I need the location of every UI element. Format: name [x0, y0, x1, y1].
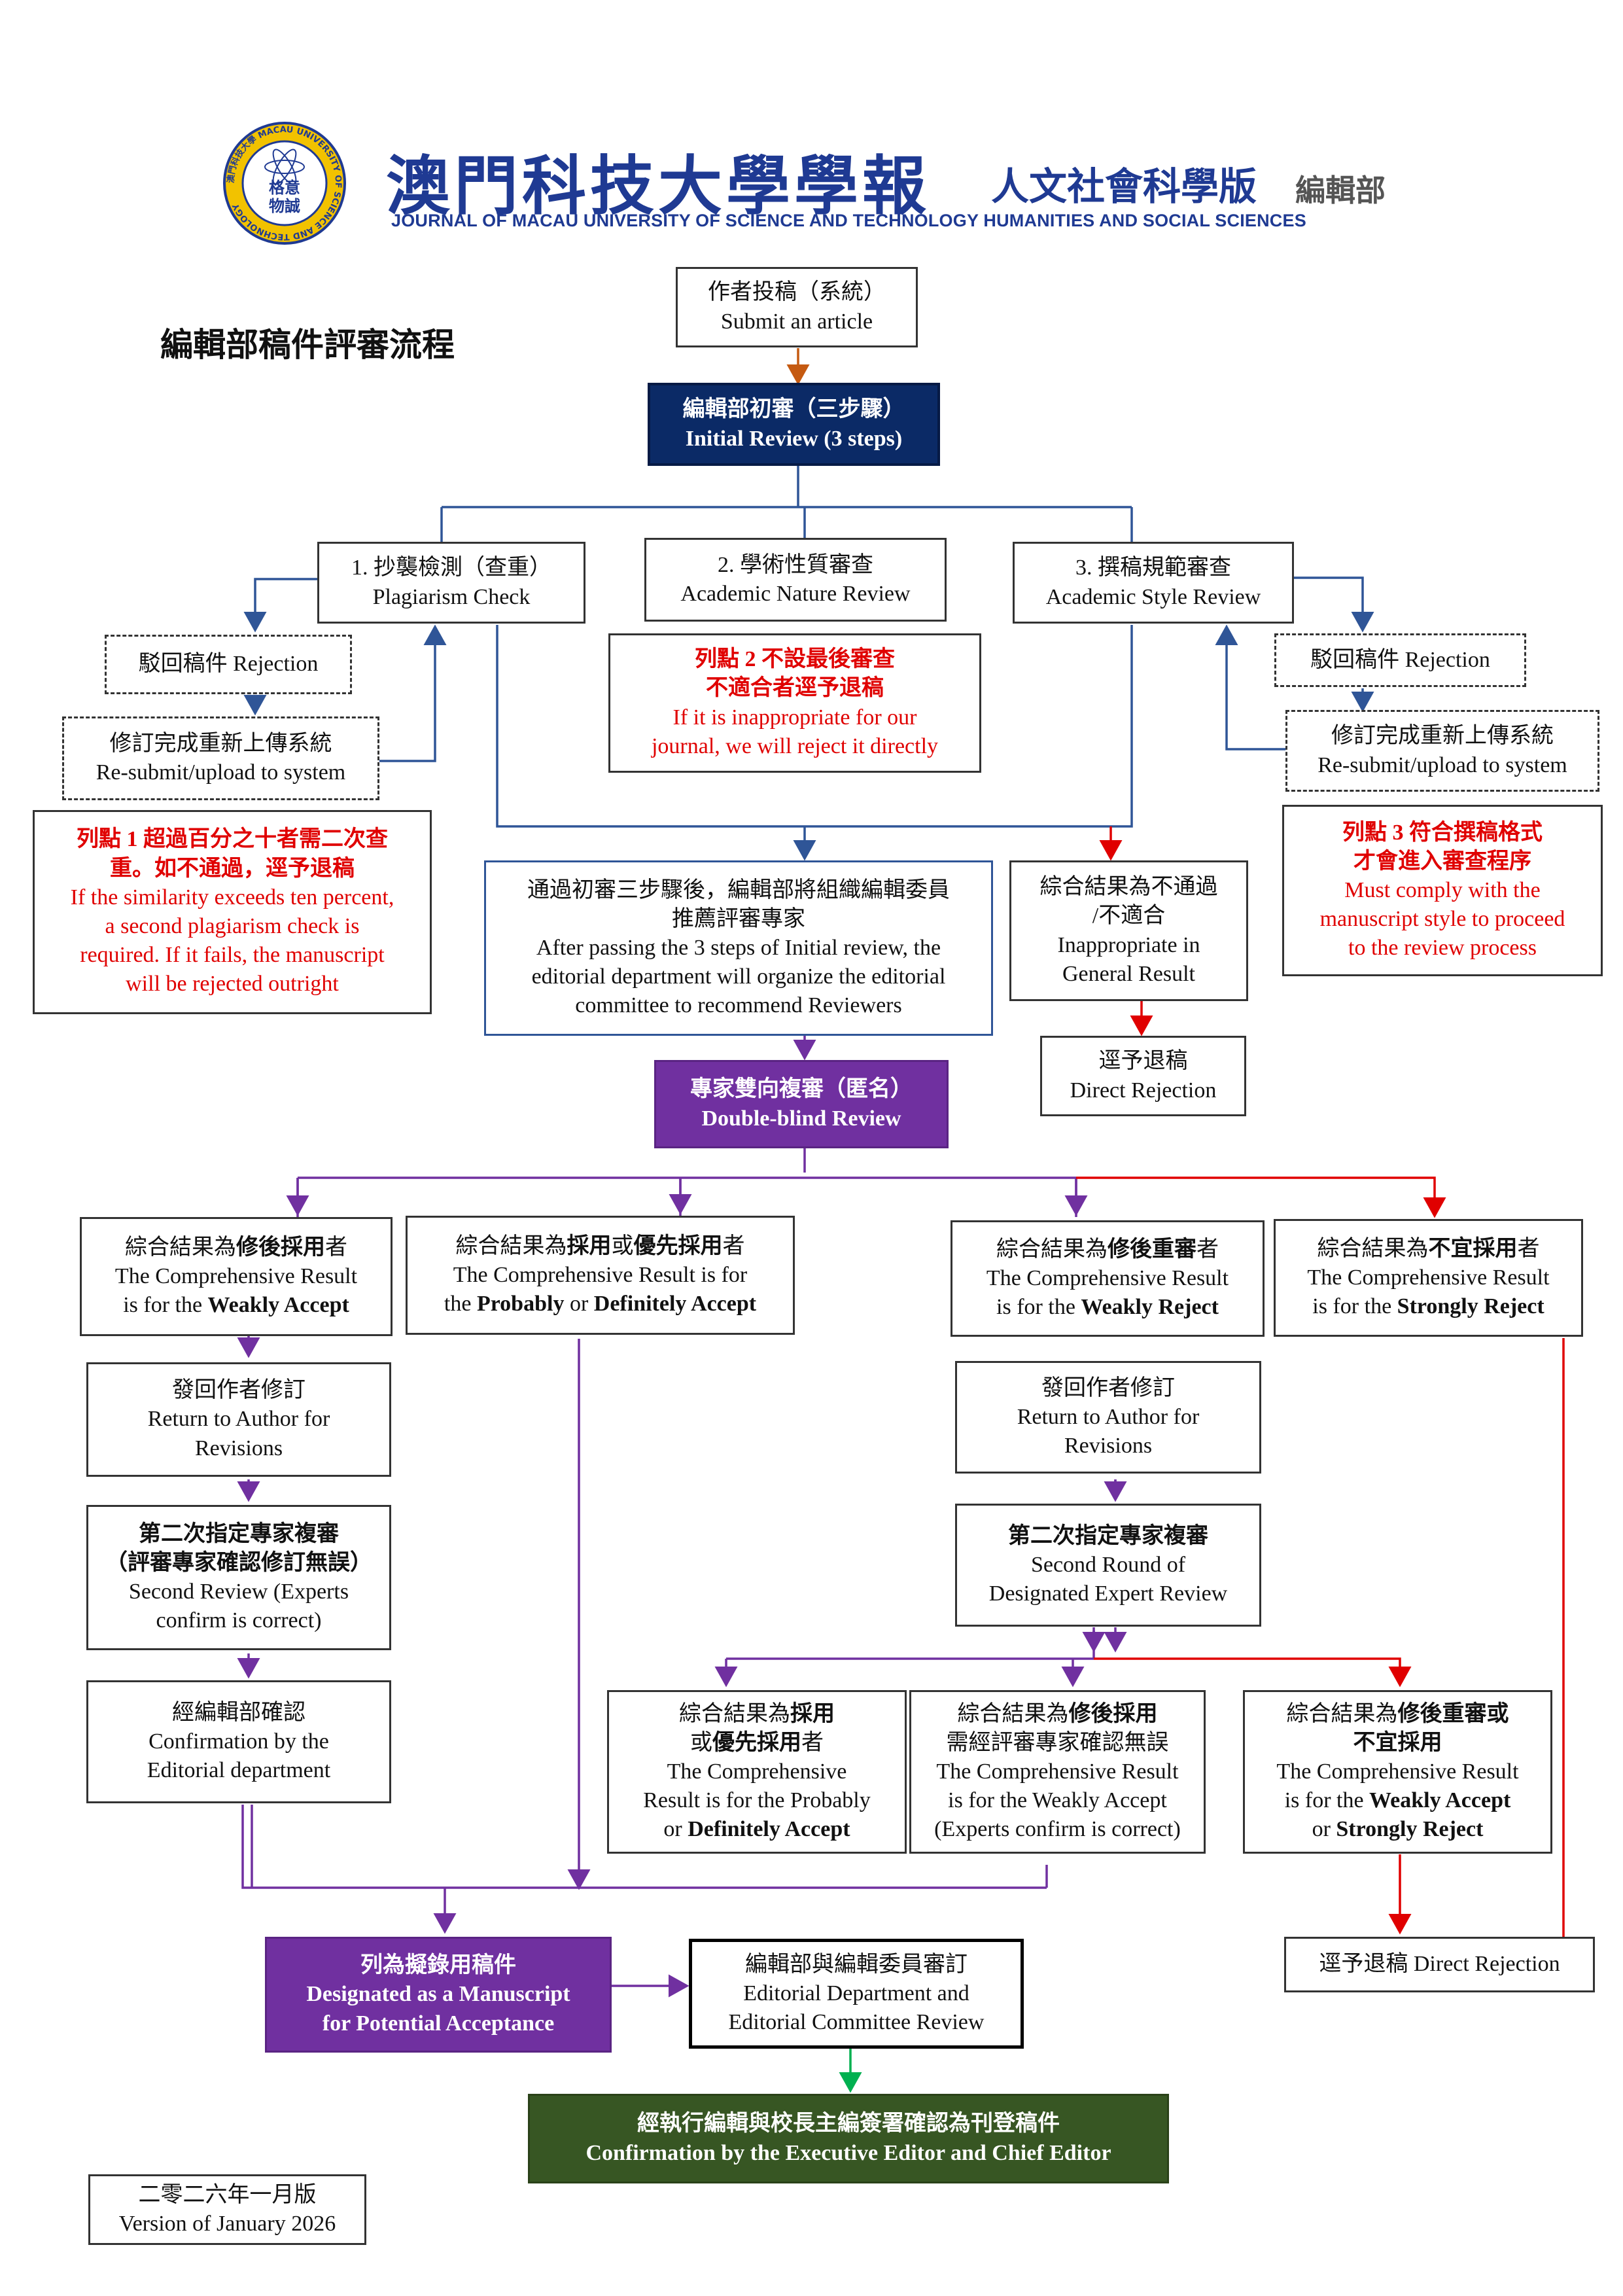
weakly-accept-node: 綜合結果為修後採用者 The Comprehensive Result is f…: [80, 1217, 393, 1336]
strongly-reject-node: 綜合結果為不宜採用者 The Comprehensive Result is f…: [1274, 1219, 1583, 1337]
probably-accept-node: 綜合結果為採用或優先採用者 The Comprehensive Result i…: [406, 1216, 795, 1335]
journal-logo: 澳門科技大學 MACAU UNIVERSITY OF SCIENCE AND T…: [222, 121, 347, 245]
plagiarism-check-node: 1. 抄襲檢測（查重）Plagiarism Check: [317, 542, 585, 624]
note-point-3: 列點 3 符合撰稿格式才會進入審查程序 Must comply with the…: [1282, 805, 1603, 976]
rejection-left-node: 駁回稿件 Rejection: [105, 635, 352, 694]
result-accept-node: 綜合結果為採用 或優先採用者 The Comprehensive Result …: [607, 1690, 907, 1854]
second-review-left-node: 第二次指定專家複審（評審專家確認修訂無誤） Second Review (Exp…: [86, 1505, 391, 1650]
note-point-2: 列點 2 不設最後審查不適合者逕予退稿 If it is inappropria…: [608, 633, 981, 773]
direct-rejection-bottom-node: 逕予退稿 Direct Rejection: [1284, 1937, 1595, 1992]
logo-text-2: 物誠: [269, 196, 300, 215]
rejection-right-node: 駁回稿件 Rejection: [1274, 633, 1526, 687]
result-weakly-accept-node: 綜合結果為修後採用 需經評審專家確認無誤 The Comprehensive R…: [909, 1690, 1206, 1854]
passed-initial-node: 通過初審三步驟後，編輯部將組織編輯委員推薦評審專家 After passing …: [484, 860, 993, 1036]
weakly-reject-node: 綜合結果為修後重審者 The Comprehensive Result is f…: [951, 1220, 1265, 1337]
journal-title: 澳門科技大學學報: [386, 149, 931, 224]
page-title: 編輯部稿件評審流程: [160, 325, 455, 364]
journal-subtitle: 人文社會科學版: [991, 164, 1257, 209]
double-blind-review-node: 專家雙向複審（匿名）Double-blind Review: [654, 1060, 949, 1148]
initial-review-node: 編輯部初審（三步驟）Initial Review (3 steps): [648, 383, 940, 466]
journal-dept: 編輯部: [1295, 173, 1386, 208]
journal-title-en: JOURNAL OF MACAU UNIVERSITY OF SCIENCE A…: [391, 211, 1306, 230]
submit-article-node: 作者投稿（系統）Submit an article: [676, 267, 918, 347]
result-reject-node: 綜合結果為修後重審或 不宜採用 The Comprehensive Result…: [1243, 1690, 1552, 1854]
logo-text-1: 格意: [269, 178, 300, 197]
note-point-1: 列點 1 超過百分之十者需二次查重。如不通過，逕予退稿 If the simil…: [33, 810, 432, 1014]
